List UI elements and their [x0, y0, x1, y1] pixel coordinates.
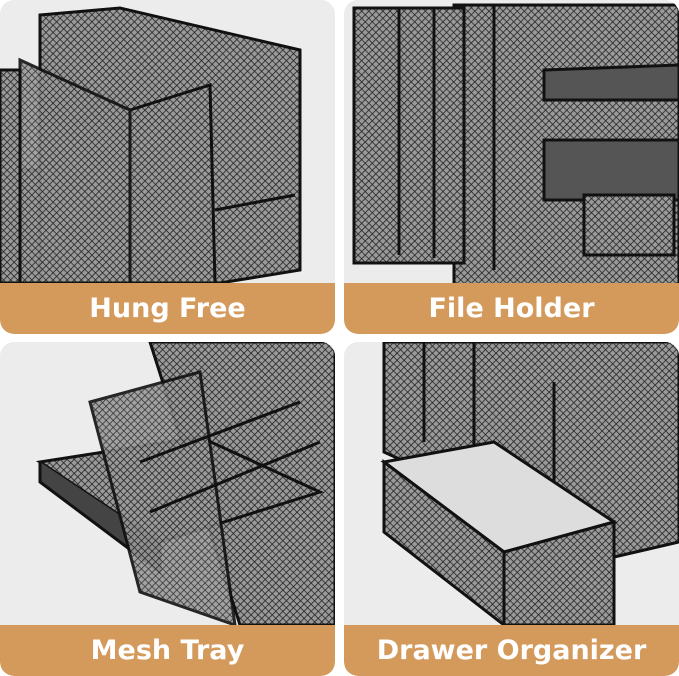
- panel-drawer-organizer: Drawer Organizer: [344, 342, 679, 676]
- panel-file-holder: File Holder: [344, 0, 679, 334]
- panel-label: Mesh Tray: [0, 625, 335, 676]
- mesh-organizer-hung-image: [0, 6, 302, 283]
- panel-mesh-tray: Mesh Tray: [0, 342, 335, 676]
- mesh-drawer-image: [380, 342, 679, 625]
- panel-hung-free: Hung Free: [0, 0, 335, 334]
- mesh-tray-image: [35, 342, 335, 625]
- mesh-file-holder-image: [352, 3, 679, 283]
- panel-label: File Holder: [344, 283, 679, 334]
- panel-label: Drawer Organizer: [344, 625, 679, 676]
- panel-label: Hung Free: [0, 283, 335, 334]
